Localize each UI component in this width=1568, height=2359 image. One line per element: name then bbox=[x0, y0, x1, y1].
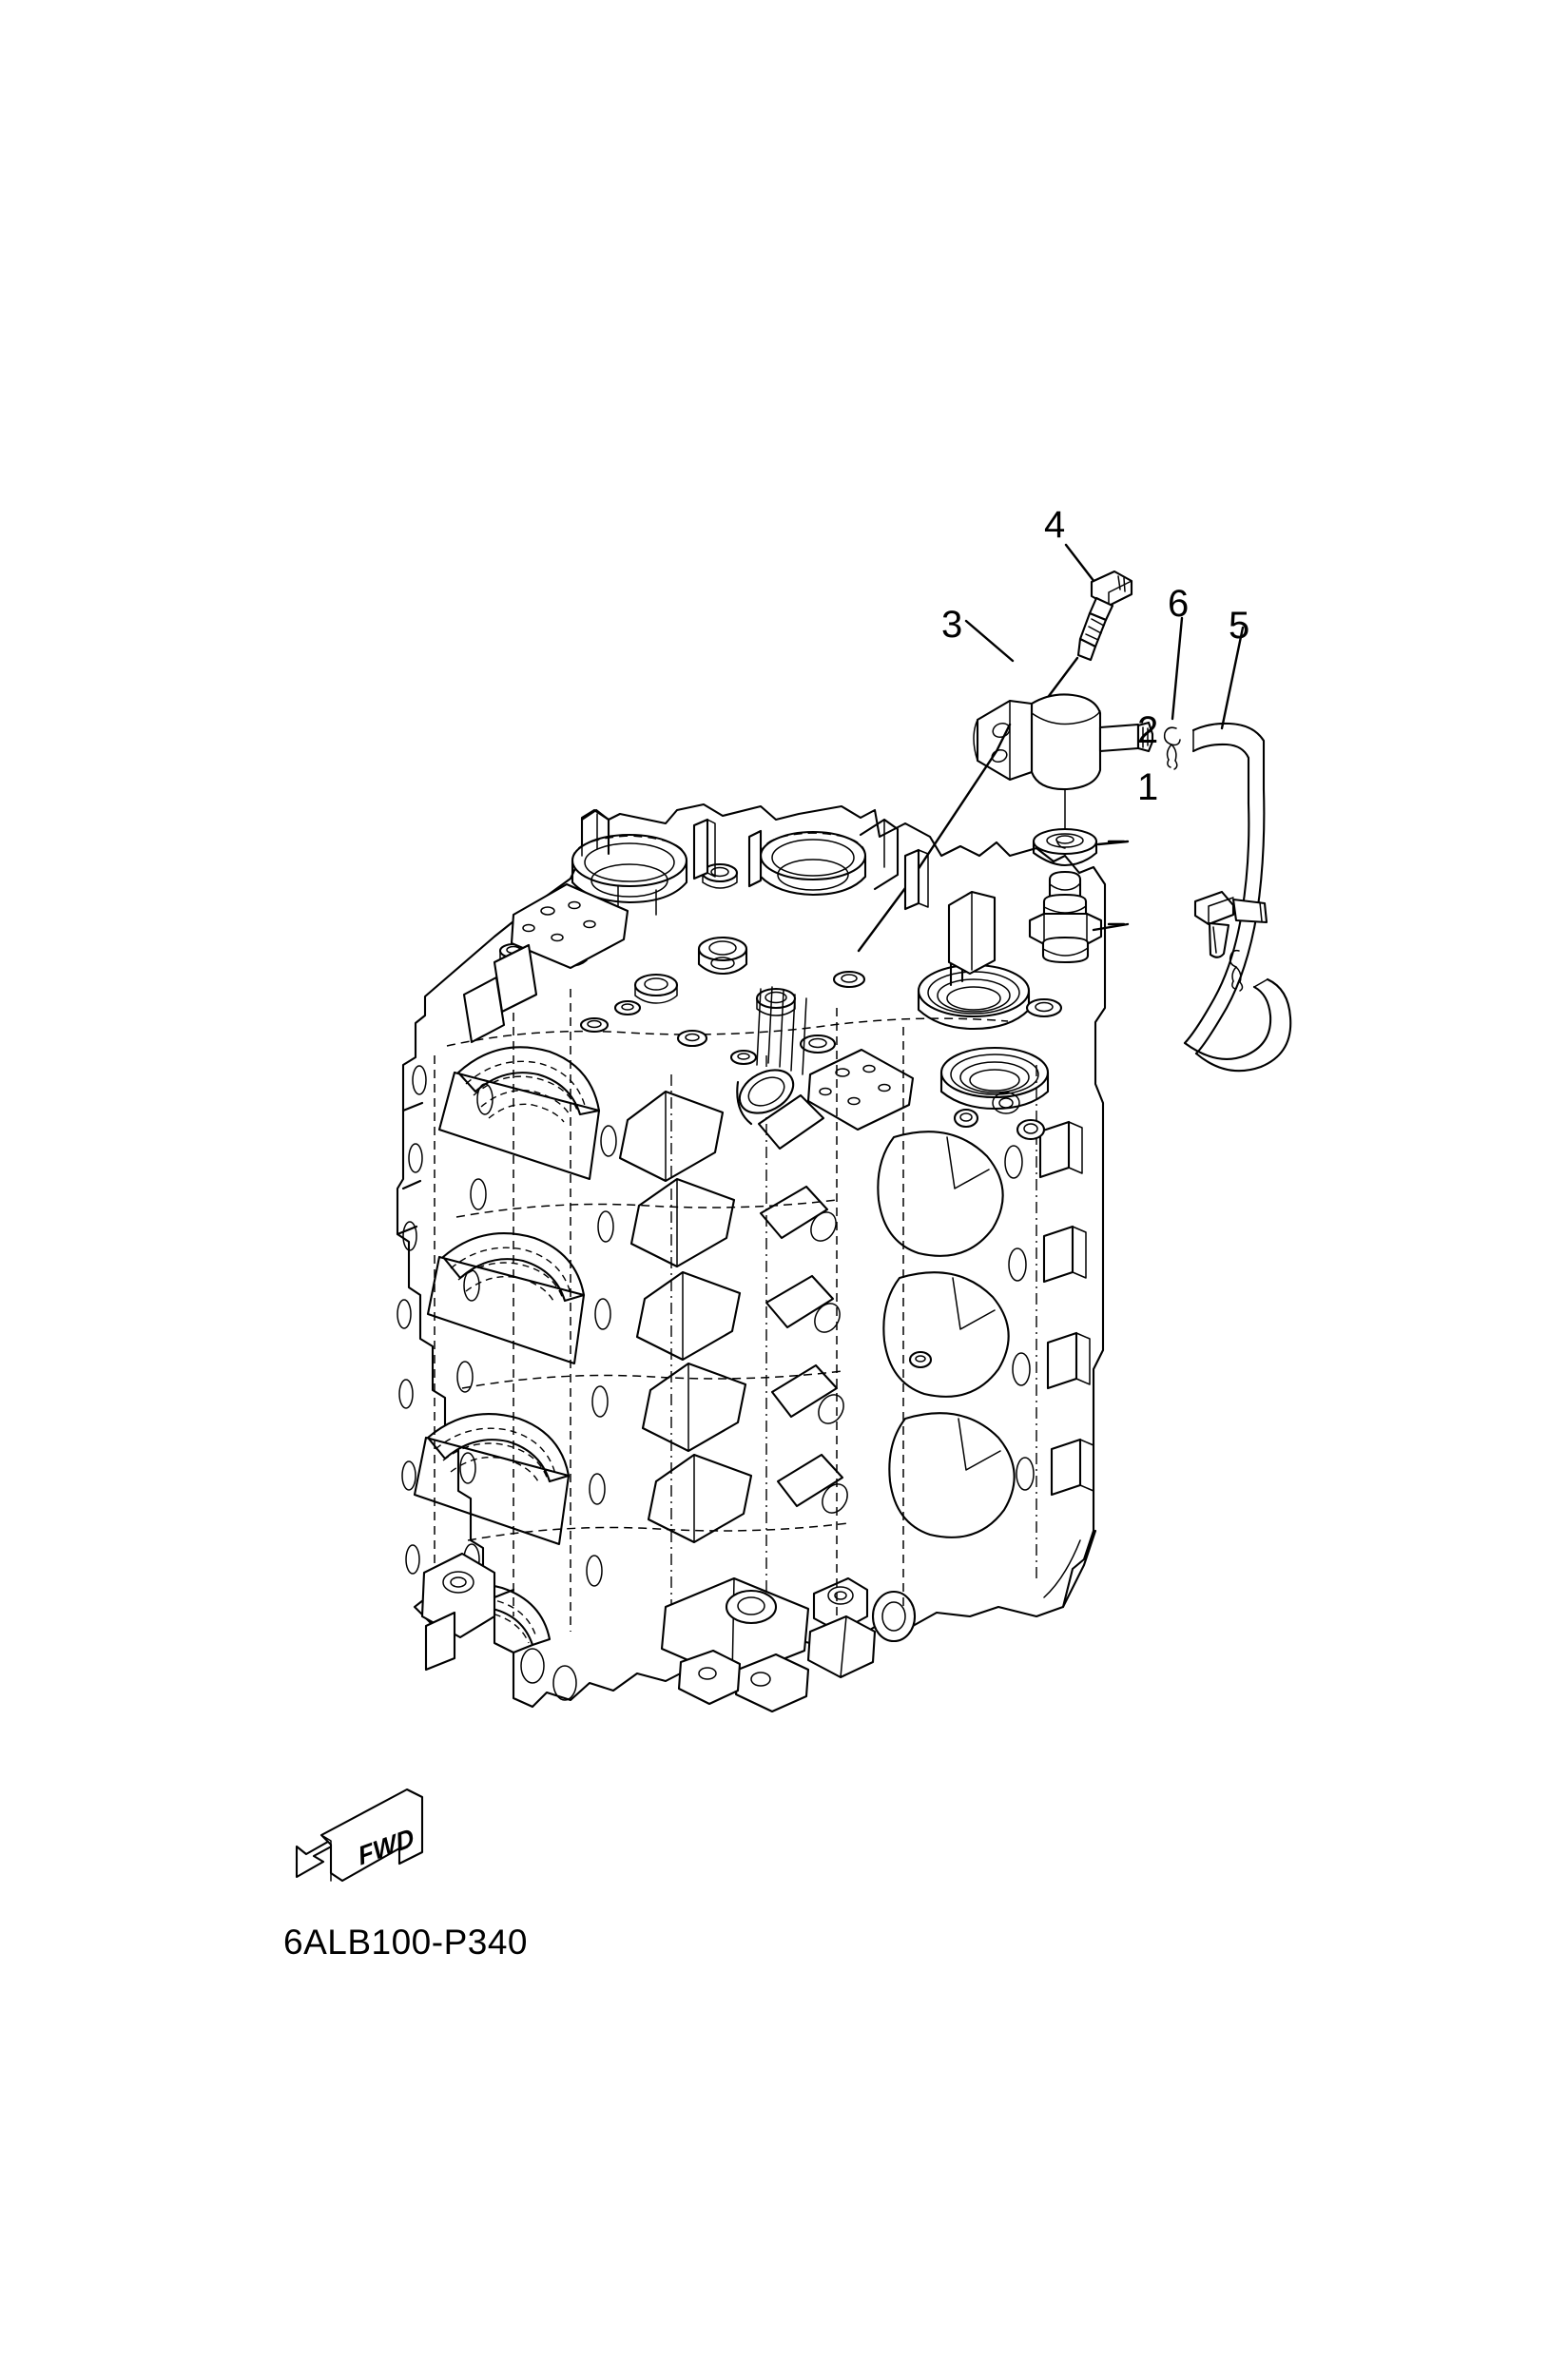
callout-5: 5 bbox=[1229, 605, 1250, 647]
inner-bolt-holes bbox=[456, 1083, 494, 1576]
hidden-passages bbox=[446, 989, 1009, 1632]
diagonal-gussets bbox=[757, 1093, 848, 1514]
cylinder-bore-a bbox=[571, 808, 688, 916]
callout-3: 3 bbox=[941, 604, 963, 646]
valley-fins bbox=[756, 986, 807, 1075]
right-bores bbox=[917, 890, 1063, 1111]
bottom-features bbox=[493, 1576, 917, 1713]
oil-pressure-sensor-part-3 bbox=[973, 693, 1154, 791]
right-side-lugs bbox=[992, 1065, 1094, 1578]
hose-part-5 bbox=[1183, 722, 1292, 1073]
top-bolt-bosses bbox=[498, 862, 866, 1054]
center-ribs bbox=[618, 1055, 767, 1616]
upper-mid-bosses bbox=[613, 999, 758, 1066]
leader-line-3-to-block bbox=[857, 723, 1012, 953]
washer-part-2 bbox=[1032, 827, 1098, 867]
part-number-label: 6ALB100-P340 bbox=[283, 1923, 528, 1962]
callout-1: 1 bbox=[1137, 766, 1159, 808]
fwd-arrow-group bbox=[295, 1788, 424, 1883]
leader-line-5 bbox=[1220, 626, 1245, 730]
right-face-bores bbox=[877, 1131, 1016, 1538]
callout-6: 6 bbox=[1168, 583, 1190, 625]
screw-part-4 bbox=[1076, 570, 1133, 662]
mounting-pad-upper-left bbox=[510, 882, 629, 970]
leader-line-4 bbox=[1064, 543, 1096, 584]
right-upper-bosses bbox=[908, 1108, 1046, 1369]
bolt-part-1 bbox=[1028, 870, 1103, 964]
top-standoffs bbox=[692, 818, 929, 911]
hose-connector-fitting bbox=[1193, 890, 1268, 992]
cylinder-block-group bbox=[396, 802, 1107, 1713]
lower-left-flange bbox=[420, 1552, 496, 1672]
callout-2: 2 bbox=[1137, 709, 1159, 751]
crank-journals-left bbox=[413, 1046, 601, 1647]
passage-boss bbox=[736, 1069, 795, 1126]
cylinder-bore-b bbox=[759, 818, 900, 897]
clip-part-6 bbox=[1163, 726, 1181, 770]
mounting-pad-mid-right bbox=[806, 1048, 915, 1131]
top-left-wedges bbox=[462, 943, 538, 1044]
left-flange-bolt-holes bbox=[396, 1055, 436, 1654]
leader-line-3 bbox=[964, 619, 1015, 663]
callout-4: 4 bbox=[1044, 504, 1066, 546]
sensor-assembly-group bbox=[857, 543, 1292, 1073]
leader-line-6 bbox=[1171, 616, 1184, 721]
right-bolt-holes bbox=[586, 1125, 617, 1587]
